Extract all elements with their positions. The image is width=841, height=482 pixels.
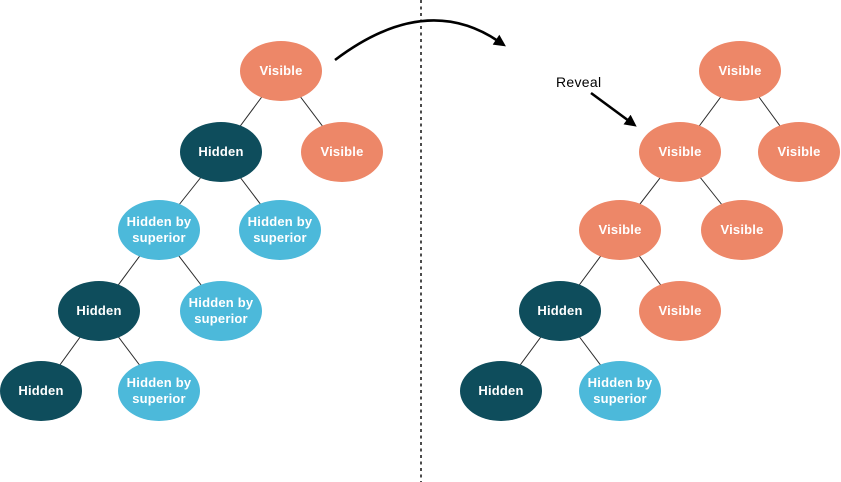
right-tree-node-visible: Visible: [639, 122, 721, 182]
right-tree-node-visible: Visible: [699, 41, 781, 101]
node-label: Visible: [777, 143, 821, 159]
node-label: Visible: [658, 302, 702, 318]
left-tree-node-hidden-by-superior: Hidden by superior: [180, 281, 262, 341]
right-tree-node-visible: Visible: [579, 200, 661, 260]
node-label: Hidden by superior: [188, 294, 254, 326]
left-tree-node-hidden-by-superior: Hidden by superior: [239, 200, 321, 260]
right-tree-node-visible: Visible: [639, 281, 721, 341]
node-label: Visible: [320, 143, 364, 159]
node-label: Hidden by superior: [126, 374, 192, 406]
node-label: Hidden: [18, 382, 64, 398]
node-label: Hidden: [76, 302, 122, 318]
left-tree-node-hidden-by-superior: Hidden by superior: [118, 200, 200, 260]
reveal-arrow: [590, 91, 637, 127]
node-label: Hidden by superior: [247, 213, 313, 245]
node-label: Visible: [259, 62, 303, 78]
node-label: Hidden by superior: [126, 213, 192, 245]
left-tree-node-hidden-by-superior: Hidden by superior: [118, 361, 200, 421]
node-label: Hidden by superior: [587, 374, 653, 406]
node-label: Hidden: [537, 302, 583, 318]
left-tree-node-hidden: Hidden: [0, 361, 82, 421]
right-tree-node-hidden: Hidden: [519, 281, 601, 341]
node-label: Hidden: [478, 382, 524, 398]
transform-arrow: [334, 19, 506, 62]
right-tree-node-hidden: Hidden: [460, 361, 542, 421]
right-tree-node-hidden-by-superior: Hidden by superior: [579, 361, 661, 421]
reveal-label: Reveal: [556, 74, 602, 90]
left-tree-node-visible: Visible: [301, 122, 383, 182]
node-label: Visible: [720, 221, 764, 237]
node-label: Visible: [658, 143, 702, 159]
left-tree-node-hidden: Hidden: [58, 281, 140, 341]
left-tree-node-hidden: Hidden: [180, 122, 262, 182]
node-label: Visible: [718, 62, 762, 78]
node-label: Visible: [598, 221, 642, 237]
right-tree-node-visible: Visible: [701, 200, 783, 260]
right-tree-node-visible: Visible: [758, 122, 840, 182]
left-tree-node-visible: Visible: [240, 41, 322, 101]
node-label: Hidden: [198, 143, 244, 159]
